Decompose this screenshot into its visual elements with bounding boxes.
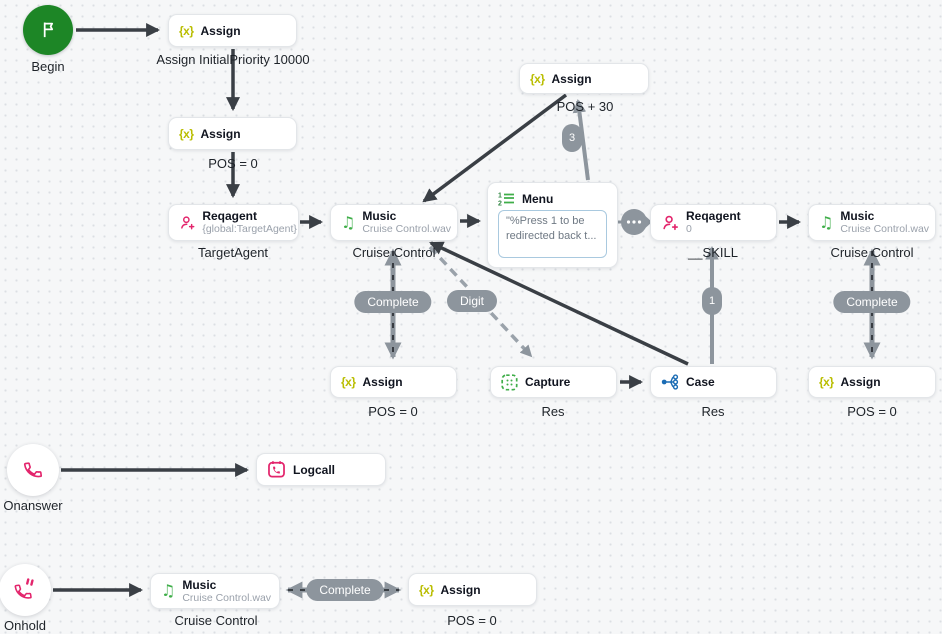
case-node[interactable]: Case bbox=[650, 366, 777, 398]
onanswer-node[interactable] bbox=[7, 444, 59, 496]
music-icon: ♫ bbox=[341, 212, 356, 232]
node-title: Menu bbox=[522, 191, 554, 206]
assign-node-pos0-top[interactable]: {x} Assign bbox=[168, 117, 297, 150]
menu-node[interactable]: 1 2 Menu "%Press 1 to be redirected back… bbox=[487, 182, 618, 268]
node-title: Reqagent bbox=[686, 209, 741, 224]
node-caption: POS = 0 bbox=[847, 404, 897, 419]
node-title: Assign bbox=[200, 23, 241, 38]
node-title: Assign bbox=[440, 582, 481, 597]
music-icon: ♫ bbox=[819, 212, 834, 232]
node-caption: POS + 30 bbox=[556, 99, 614, 114]
node-caption: Res bbox=[541, 404, 565, 419]
node-subtitle: Cruise Control.wav bbox=[182, 591, 272, 604]
assign-icon: {x} bbox=[179, 126, 194, 141]
node-subtitle: Cruise Control.wav bbox=[840, 223, 930, 236]
svg-text:2: 2 bbox=[498, 201, 502, 207]
request-agent-icon bbox=[663, 215, 679, 230]
assign-icon: {x} bbox=[341, 375, 356, 389]
assign-node-pos0-right[interactable]: {x} Assign bbox=[808, 366, 936, 398]
assign-icon: {x} bbox=[530, 71, 545, 86]
reqagent-node-skill[interactable]: Reqagent 0 bbox=[650, 204, 777, 241]
node-caption: POS = 0 bbox=[368, 404, 418, 419]
logcall-node[interactable]: Logcall bbox=[256, 453, 386, 486]
capture-node[interactable]: Capture bbox=[490, 366, 617, 398]
assign-icon: {x} bbox=[419, 582, 434, 597]
node-title: Capture bbox=[525, 375, 571, 389]
music-icon: ♫ bbox=[161, 581, 176, 600]
menu-prompt-text[interactable]: "%Press 1 to be redirected back t... bbox=[498, 210, 607, 258]
music-node-onhold[interactable]: ♫ Music Cruise Control.wav bbox=[150, 573, 280, 609]
node-caption: __SKILL bbox=[688, 245, 738, 260]
node-title: Assign bbox=[840, 375, 881, 389]
edge-badge-complete[interactable]: Complete bbox=[833, 291, 911, 313]
capture-icon bbox=[501, 373, 518, 391]
request-agent-icon bbox=[181, 215, 195, 229]
node-subtitle: 0 bbox=[686, 223, 692, 236]
node-caption: Cruise Control bbox=[352, 245, 436, 260]
reqagent-node-target[interactable]: Reqagent {global:TargetAgent} bbox=[168, 204, 299, 241]
edge-badge-branch-1[interactable]: 1 bbox=[702, 287, 722, 315]
edge-badge-complete[interactable]: Complete bbox=[306, 579, 384, 601]
node-caption: POS = 0 bbox=[208, 156, 258, 171]
node-caption: Assign InitialPriority 10000 bbox=[156, 52, 310, 67]
node-caption: Cruise Control bbox=[830, 245, 914, 260]
logcall-icon bbox=[268, 461, 285, 478]
assign-icon: {x} bbox=[819, 375, 834, 389]
begin-node[interactable] bbox=[23, 5, 73, 55]
menu-list-icon: 1 2 bbox=[498, 193, 514, 207]
begin-label: Begin bbox=[31, 59, 65, 74]
phone-icon bbox=[23, 462, 43, 478]
onanswer-label: Onanswer bbox=[3, 498, 63, 513]
assign-node-pos0-left[interactable]: {x} Assign bbox=[330, 366, 457, 398]
phone-hold-icon bbox=[14, 578, 34, 599]
onhold-label: Onhold bbox=[4, 618, 46, 633]
assign-node-initial-priority[interactable]: {x} Assign bbox=[168, 14, 297, 47]
node-title: Logcall bbox=[293, 462, 336, 477]
edge-badge-complete[interactable]: Complete bbox=[354, 291, 432, 313]
assign-node-pos0-onhold[interactable]: {x} Assign bbox=[408, 573, 537, 606]
node-title: Music bbox=[362, 209, 397, 224]
node-caption: POS = 0 bbox=[447, 613, 497, 628]
edge-badge-option-3[interactable]: 3 bbox=[562, 124, 582, 152]
music-node-main[interactable]: ♫ Music Cruise Control.wav bbox=[330, 204, 458, 241]
node-subtitle: {global:TargetAgent} bbox=[202, 223, 297, 236]
assign-icon: {x} bbox=[179, 23, 194, 38]
node-caption: Cruise Control bbox=[174, 613, 258, 628]
menu-more-connector bbox=[612, 209, 652, 235]
music-node-right[interactable]: ♫ Music Cruise Control.wav bbox=[808, 204, 936, 241]
node-subtitle: Cruise Control.wav bbox=[362, 223, 452, 236]
node-caption: TargetAgent bbox=[197, 245, 269, 260]
node-title: Case bbox=[686, 375, 715, 389]
node-title: Music bbox=[182, 577, 217, 592]
node-title: Reqagent bbox=[202, 209, 257, 224]
node-title: Assign bbox=[551, 71, 592, 86]
assign-node-pos30[interactable]: {x} Assign bbox=[519, 63, 649, 94]
node-title: Assign bbox=[200, 126, 241, 141]
svg-text:1: 1 bbox=[498, 193, 502, 200]
node-caption: Res bbox=[701, 404, 725, 419]
edge-badge-digit[interactable]: Digit bbox=[446, 290, 498, 312]
node-title: Music bbox=[840, 209, 875, 224]
flag-icon bbox=[43, 22, 54, 38]
case-branch-icon bbox=[661, 374, 679, 390]
onhold-node[interactable] bbox=[0, 564, 51, 616]
node-title: Assign bbox=[362, 375, 403, 389]
